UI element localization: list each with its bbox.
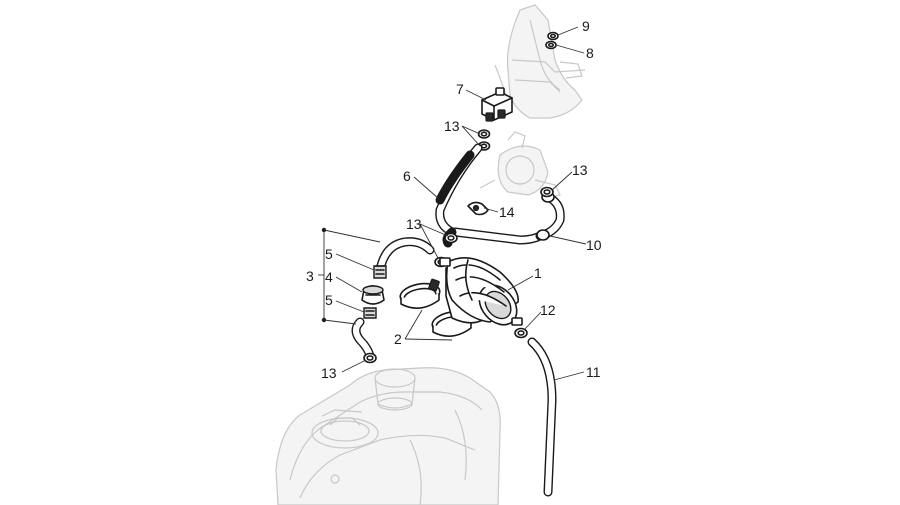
callout-2: 2	[394, 331, 402, 347]
part-8-oring	[545, 40, 557, 50]
part-13-clamp-lower	[363, 352, 377, 364]
callout-5-upper: 5	[325, 246, 333, 262]
callout-7: 7	[456, 81, 464, 97]
callout-5-lower: 5	[325, 292, 333, 308]
callout-9: 9	[582, 18, 590, 34]
part-10-hose	[535, 191, 565, 241]
throttle-body-ghost	[479, 131, 561, 199]
callout-10: 10	[586, 237, 602, 253]
part-14-clip	[467, 201, 489, 216]
callout-14: 14	[499, 204, 515, 220]
part-1-fuel-pump	[439, 256, 523, 326]
callout-12: 12	[540, 302, 556, 318]
callout-3: 3	[306, 268, 314, 284]
callout-13-middle: 13	[406, 216, 422, 232]
callout-13-upper: 13	[444, 118, 460, 134]
callout-labels: 1 2 3 4 5 5 6 7 8 9 10 11 12 13 13 13 13…	[306, 18, 602, 381]
callout-13-right: 13	[572, 162, 588, 178]
part-11-hose	[527, 337, 557, 497]
part-3-hose-assembly	[351, 237, 435, 361]
part-9-oring	[547, 31, 559, 41]
fuel-tank-ghost	[275, 367, 501, 505]
callout-8: 8	[586, 45, 594, 61]
callout-11: 11	[586, 364, 601, 380]
callout-6: 6	[403, 168, 411, 184]
callout-13-lower: 13	[321, 365, 337, 381]
part-13-clamp-right	[540, 186, 554, 198]
leader-lines	[323, 26, 587, 381]
callout-4: 4	[325, 269, 333, 285]
callout-1: 1	[534, 265, 542, 281]
part-12-fitting	[514, 327, 528, 339]
part-7-valve	[481, 87, 513, 122]
